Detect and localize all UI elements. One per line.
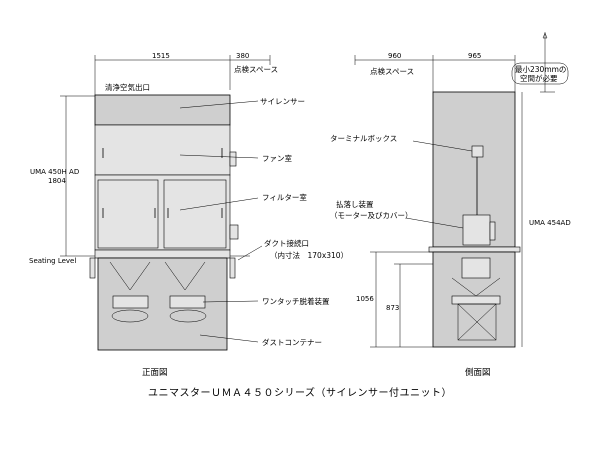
silencer-box xyxy=(94,94,231,126)
inner-dimension-label: （内寸法 170x310） xyxy=(270,250,348,260)
leader-silencer xyxy=(179,100,259,109)
h2-label: 873 xyxy=(386,304,399,312)
depth-right-dim: 965 xyxy=(468,52,481,60)
leader-dust xyxy=(199,334,259,343)
dust-container-label: ダストコンテナー xyxy=(262,337,322,347)
base-foot-left xyxy=(89,257,96,279)
clearance-arrow xyxy=(542,32,548,39)
container-right xyxy=(169,309,207,323)
side-container xyxy=(457,303,497,341)
height-label-2: 1804 xyxy=(48,177,66,185)
leader-filter xyxy=(179,197,259,211)
leader-shaker xyxy=(405,217,464,229)
side-view-caption: 側面図 xyxy=(465,367,491,378)
seating-level-label: Seating Level xyxy=(29,257,76,265)
fan-side-part xyxy=(229,151,237,167)
outlet-label: 清浄空気出口 xyxy=(105,82,150,92)
leader-terminal xyxy=(412,140,473,152)
service-space-label: 点検スペース xyxy=(234,64,278,74)
clearance-note-1: 最小230mmの xyxy=(515,65,566,74)
filter-room-label: フィルター室 xyxy=(262,192,307,202)
container-left xyxy=(111,309,149,323)
side-view: 960 965 点検スペース 最小230mmの 空間が必要 UMA 454AD xyxy=(330,32,571,378)
height-label-1: UMA 450H AD xyxy=(30,168,79,176)
duct-connection-label: ダクト接続口 xyxy=(264,238,309,248)
side-clamp xyxy=(451,295,501,305)
terminal-box-label: ターミナルボックス xyxy=(330,134,397,143)
hopper-right xyxy=(164,261,206,291)
depth-left-dim: 960 xyxy=(388,52,401,60)
silencer-label: サイレンサー xyxy=(260,97,305,106)
service-dim: 380 xyxy=(236,52,249,60)
leader-fan xyxy=(179,154,259,159)
shaker-label-2: （モーター及びカバー） xyxy=(330,211,413,220)
filter-door-right xyxy=(163,179,227,249)
side-service-space-label: 点検スペース xyxy=(370,66,414,76)
h1-label: 1056 xyxy=(356,295,374,303)
width-dim: 1515 xyxy=(152,52,170,60)
filter-door-left xyxy=(97,179,159,249)
base-foot-right xyxy=(229,257,236,279)
side-model-label: UMA 454AD xyxy=(529,219,571,227)
front-view: 1515 380 点検スペース 清浄空気出口 UMA 450H AD 1804 … xyxy=(29,52,348,378)
fan-room-label: ファン室 xyxy=(262,153,292,163)
clearance-note-box xyxy=(511,62,569,85)
clamp-right xyxy=(169,295,206,309)
shaker-motor xyxy=(462,214,491,246)
base-band xyxy=(94,249,231,259)
hopper-left xyxy=(109,261,151,291)
side-container-cross-2 xyxy=(457,303,497,341)
clearance-note-2: 空間が必要 xyxy=(520,73,558,83)
fan-room-box xyxy=(94,124,231,176)
one-touch-label: ワンタッチ脱着装置 xyxy=(262,296,330,306)
duct-connector-part xyxy=(229,224,239,240)
leader-onetouch xyxy=(202,300,259,303)
terminal-box xyxy=(471,145,484,158)
shaker-label-1: 払落し装置 xyxy=(336,199,374,209)
leader-duct xyxy=(237,245,263,261)
side-inlet xyxy=(461,257,491,279)
shaker-cover xyxy=(489,221,496,241)
front-view-caption: 正面図 xyxy=(142,368,168,378)
side-deck xyxy=(428,246,521,253)
clamp-left xyxy=(112,295,149,309)
drawing-title: ユニマスターＵＭＡ４５０シリーズ（サイレンサー付ユニット） xyxy=(148,386,452,399)
